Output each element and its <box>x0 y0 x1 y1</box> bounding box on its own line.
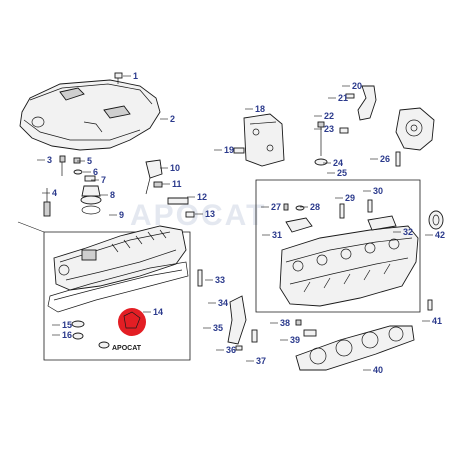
camshaft-seal-42 <box>428 210 444 230</box>
dowel-41 <box>427 299 433 311</box>
callout-27: 27 <box>271 202 281 212</box>
valve-cover <box>53 225 187 291</box>
callout-33: 33 <box>215 275 225 285</box>
callout-15: 15 <box>62 320 72 330</box>
plug-38 <box>295 319 302 326</box>
seal-16 <box>72 332 84 340</box>
callout-24: 24 <box>333 158 343 168</box>
callout-6: 6 <box>93 167 98 177</box>
callout-39: 39 <box>290 335 300 345</box>
sensor-39 <box>303 329 317 337</box>
camshaft-cap-31 <box>285 217 313 233</box>
bolt-22 <box>317 121 325 156</box>
callout-7: 7 <box>101 175 106 185</box>
callout-11: 11 <box>172 179 182 189</box>
cylinder-head-frame <box>255 179 421 313</box>
breather-hose-10 <box>145 159 163 195</box>
callout-10: 10 <box>170 163 180 173</box>
callout-35: 35 <box>213 323 223 333</box>
bolt-19 <box>233 147 245 154</box>
bolt-29 <box>339 203 345 219</box>
callout-3: 3 <box>47 155 52 165</box>
callout-14: 14 <box>153 307 163 317</box>
pin-27 <box>283 203 289 211</box>
engine-cover <box>19 79 161 151</box>
bolt-33 <box>197 269 203 287</box>
callout-18: 18 <box>255 104 265 114</box>
apocat-stamp: APOCAT <box>112 308 146 352</box>
callout-9: 9 <box>119 210 124 220</box>
bracket-34 <box>227 295 247 345</box>
callout-36: 36 <box>226 345 236 355</box>
oil-filler-cap-8 <box>80 185 102 215</box>
engine-bracket-18 <box>243 113 285 167</box>
callout-38: 38 <box>280 318 290 328</box>
nut-5 <box>73 157 81 164</box>
clip-11 <box>153 181 163 188</box>
callout-2: 2 <box>170 114 175 124</box>
callout-37: 37 <box>256 356 266 366</box>
callout-19: 19 <box>224 145 234 155</box>
cylinder-head <box>279 225 419 307</box>
callout-23: 23 <box>324 124 334 134</box>
callout-30: 30 <box>373 186 383 196</box>
callout-8: 8 <box>110 190 115 200</box>
valve-cover-gasket <box>47 261 189 313</box>
bolt-13 <box>185 211 195 218</box>
callout-31: 31 <box>272 230 282 240</box>
callout-41: 41 <box>432 316 442 326</box>
bolt-1 <box>114 72 123 84</box>
grommet-17 <box>98 341 110 349</box>
camshaft-cap-32 <box>367 215 397 231</box>
callout-5: 5 <box>87 156 92 166</box>
washer-6 <box>73 169 83 175</box>
callout-28: 28 <box>310 202 320 212</box>
pipe-12 <box>167 197 189 205</box>
stud-3 <box>59 155 66 176</box>
callout-42: 42 <box>435 230 445 240</box>
callout-40: 40 <box>373 365 383 375</box>
seal-7 <box>84 175 96 182</box>
frame-lead-left <box>17 221 45 233</box>
callout-21: 21 <box>338 93 348 103</box>
callout-22: 22 <box>324 111 334 121</box>
vacuum-pump <box>395 107 435 151</box>
stamp-text: APOCAT <box>112 345 142 352</box>
callout-20: 20 <box>352 81 362 91</box>
callout-26: 26 <box>380 154 390 164</box>
bolt-23 <box>339 127 349 134</box>
callout-25: 25 <box>337 168 347 178</box>
callout-4: 4 <box>52 188 57 198</box>
callout-1: 1 <box>133 71 138 81</box>
injector-4 <box>43 188 51 217</box>
lifting-bracket-20 <box>357 85 377 121</box>
washer-24 <box>314 158 328 166</box>
bolt-26 <box>395 151 401 167</box>
bolt-30 <box>367 199 373 213</box>
seal-15 <box>71 320 85 328</box>
cylinder-head-gasket <box>295 325 415 371</box>
bolt-36 <box>235 345 243 351</box>
callout-12: 12 <box>197 192 207 202</box>
bolt-37 <box>251 329 258 343</box>
callout-16: 16 <box>62 330 72 340</box>
washer-28 <box>295 205 305 211</box>
watermark-text: APOCAT <box>130 199 266 232</box>
callout-32: 32 <box>403 227 413 237</box>
bolt-21 <box>345 93 355 99</box>
callout-34: 34 <box>218 298 228 308</box>
callout-13: 13 <box>205 209 215 219</box>
callout-29: 29 <box>345 193 355 203</box>
